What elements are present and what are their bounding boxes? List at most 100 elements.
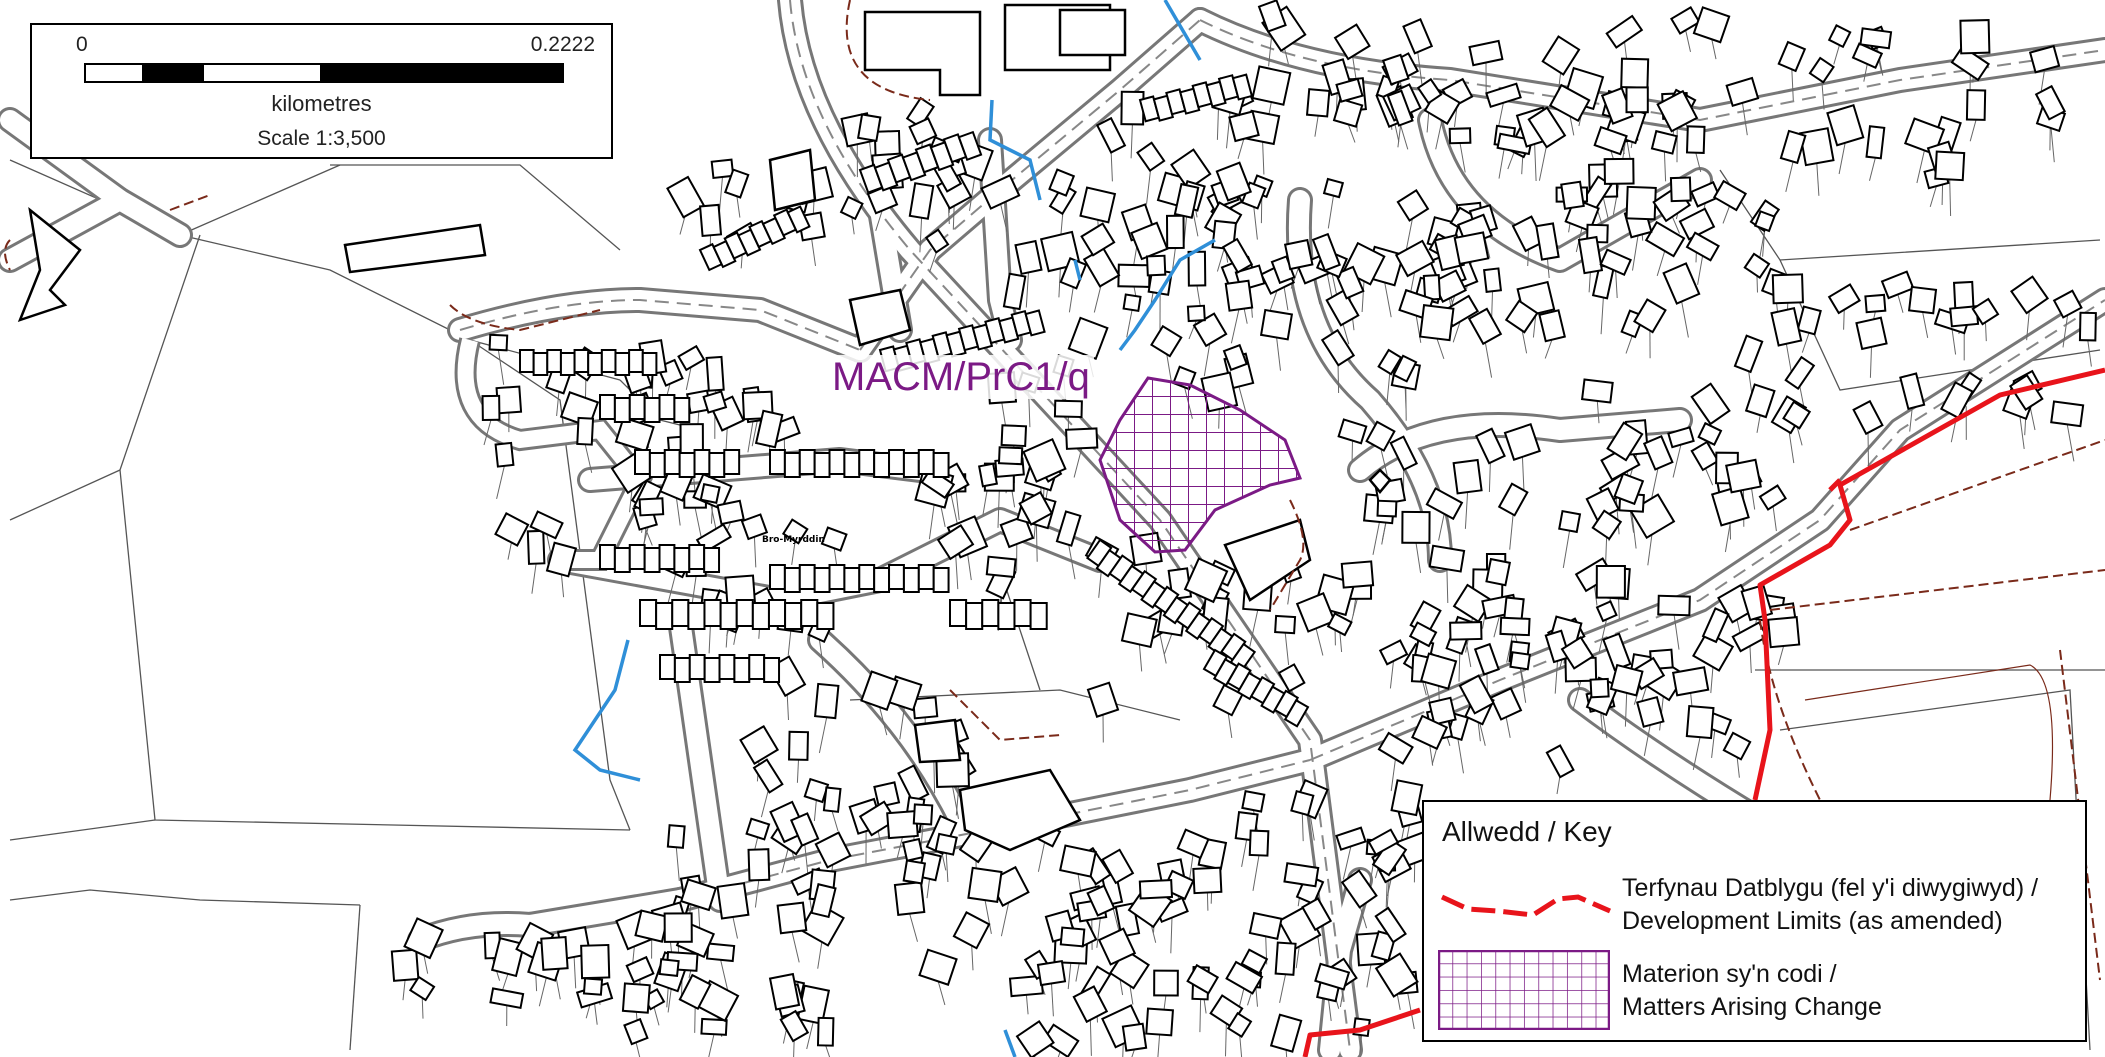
building (403, 917, 444, 960)
plot-line (1058, 267, 1061, 298)
building (1744, 383, 1776, 419)
terrace-house (628, 394, 646, 420)
plot-line (1415, 314, 1422, 343)
plot-line (1569, 114, 1575, 136)
terrace-house (751, 602, 770, 630)
development-limits-line (1302, 367, 2105, 1057)
building (1072, 985, 1109, 1024)
scale-unit-label: kilometres (271, 91, 372, 116)
building (1965, 89, 1987, 121)
building (1053, 399, 1083, 419)
plot-line (926, 878, 931, 899)
plot-line (1342, 845, 1352, 880)
buildings (390, 0, 2097, 1057)
terrace-house (798, 564, 816, 590)
plot-line (937, 980, 946, 1006)
building (1784, 355, 1816, 391)
building (1121, 1022, 1148, 1052)
scale-segment (322, 65, 562, 81)
plot-line (1465, 639, 1472, 668)
plot-line (1556, 775, 1561, 795)
plot-line (955, 553, 959, 590)
plot-line (813, 799, 817, 822)
building (1798, 127, 1835, 167)
plot-line (1650, 466, 1659, 503)
building (856, 113, 882, 143)
plot-line (1863, 63, 1868, 82)
plot-line (1122, 1041, 1124, 1057)
plot-line (1351, 54, 1357, 83)
building (908, 117, 938, 146)
building (1401, 510, 1431, 544)
building (1599, 248, 1632, 277)
terrace-house (628, 349, 644, 373)
matters-arising-site[interactable] (1098, 376, 1303, 554)
plot-line (402, 979, 406, 1001)
plot-line (984, 899, 992, 934)
plot-line (1390, 757, 1397, 792)
building (1485, 557, 1512, 587)
building (716, 499, 745, 526)
plot-line (1741, 102, 1748, 136)
plot-line (1131, 1049, 1135, 1057)
building (1377, 731, 1414, 765)
building (702, 390, 728, 414)
large-buildings (17, 3, 1392, 852)
plot-line (1704, 466, 1714, 486)
terrace-house (873, 567, 891, 593)
terrace-house (1231, 73, 1254, 101)
plot-line (1386, 371, 1391, 406)
building (625, 955, 655, 984)
building (634, 909, 670, 943)
key-item-line: Terfynau Datblygu (fel y'i diwygiwyd) / (1622, 874, 2039, 902)
plot-line (1438, 512, 1445, 541)
building (390, 948, 420, 982)
building (1865, 125, 1886, 160)
terrace-house (981, 599, 1000, 627)
plot-line (1493, 615, 1501, 638)
building (1538, 309, 1566, 343)
building (1176, 828, 1210, 860)
building (820, 526, 848, 552)
plot-line (919, 217, 923, 253)
terrace-house (902, 452, 920, 478)
plot-line (1359, 1035, 1363, 1054)
plot-line (720, 959, 728, 990)
building (1743, 252, 1771, 280)
terrace-house (719, 602, 738, 630)
building (1950, 45, 1991, 82)
plot-line (1554, 660, 1559, 694)
terrace-house (828, 449, 846, 475)
terrace-row (1085, 538, 1257, 672)
terrace-house (673, 657, 691, 683)
building (710, 158, 735, 180)
plot-line (507, 541, 513, 560)
plot-line (753, 536, 757, 568)
plot-line (1057, 1050, 1062, 1057)
plot-line (1671, 214, 1680, 234)
plot-line (1384, 281, 1392, 318)
plot-line (1405, 216, 1414, 254)
plot-line (1199, 998, 1202, 1033)
plot-line (1436, 338, 1445, 360)
building (1086, 681, 1120, 718)
plot-line (1068, 286, 1074, 313)
building (1662, 262, 1701, 305)
building (2028, 44, 2061, 74)
plot-line (1452, 319, 1462, 343)
building (1390, 779, 1424, 817)
building (924, 228, 950, 254)
terraces (519, 73, 1310, 728)
building (1065, 427, 1099, 450)
terrace-house (639, 599, 658, 627)
plot-line (1598, 618, 1608, 653)
plot-line (796, 759, 799, 783)
plot-line (1146, 167, 1152, 205)
building (1274, 614, 1297, 635)
watercourses (572, 0, 1216, 1057)
key-item-line: Development Limits (as amended) (1622, 907, 2003, 935)
terrace-row (858, 130, 983, 194)
terrace-house (599, 544, 616, 570)
building (1015, 1019, 1055, 1057)
